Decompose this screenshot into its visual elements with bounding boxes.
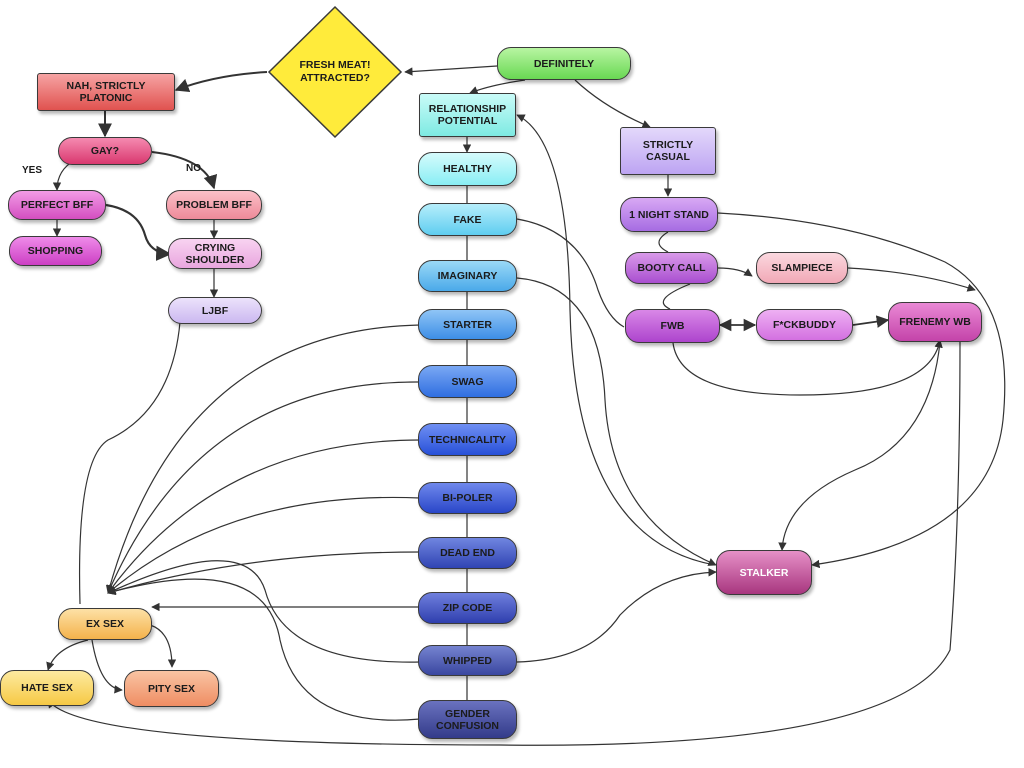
edge-whipped-exsex (107, 560, 421, 663)
node-technicality[interactable]: TECHNICALITY (418, 423, 517, 456)
edge-fake-fwb (516, 218, 625, 328)
node-stalker[interactable]: STALKER (716, 550, 812, 595)
edge-fwb-frenemy (672, 339, 943, 396)
edge-definitely-freshmeat (404, 65, 498, 76)
node-whipped[interactable]: WHIPPED (418, 645, 517, 676)
edge-exsex-pitysex (149, 624, 177, 668)
edge-label-yes: YES (22, 165, 43, 176)
edge-gender-exsex (107, 578, 421, 721)
edge-deadend-exsex (107, 551, 421, 595)
edge-technicality-exsex (107, 439, 421, 594)
edge-definitely-casual (574, 79, 651, 128)
node-bi-poler[interactable]: BI-POLER (418, 482, 517, 514)
node-pity-sex[interactable]: PITY SEX (124, 670, 219, 707)
node-nah-platonic[interactable]: NAH, STRICTLY PLATONIC (37, 73, 175, 111)
edge-onenight-stalker (717, 212, 1006, 569)
node-imaginary[interactable]: IMAGINARY (418, 260, 517, 292)
node-dead-end[interactable]: DEAD END (418, 537, 517, 569)
edge-exsex-pitysex-2 (91, 639, 123, 694)
node-healthy[interactable]: HEALTHY (418, 152, 517, 186)
edge-perfectbff-crying (105, 203, 172, 261)
edge-freshmeat-platonic (174, 71, 268, 93)
edge-definitely-relationship (469, 79, 526, 95)
node-hate-sex[interactable]: HATE SEX (0, 670, 94, 706)
decision-fresh-meat[interactable]: FRESH MEAT! ATTRACTED? (267, 5, 403, 139)
node-perfect-bff[interactable]: PERFECT BFF (8, 190, 106, 220)
edge-starter-exsex (105, 324, 421, 594)
node-gender-confusion[interactable]: GENDER CONFUSION (418, 700, 517, 739)
decision-fresh-meat-label: FRESH MEAT! ATTRACTED? (299, 59, 371, 84)
node-definitely[interactable]: DEFINITELY (497, 47, 631, 80)
node-zip-code[interactable]: ZIP CODE (418, 592, 517, 624)
edge-fckbuddy-frenemy (852, 315, 890, 328)
node-slampiece[interactable]: SLAMPIECE (756, 252, 848, 284)
node-ljbf[interactable]: LJBF (168, 297, 262, 324)
node-relationship-potential[interactable]: RELATIONSHIP POTENTIAL (419, 93, 516, 137)
edge-ljbf-exsex (78, 321, 181, 605)
edge-frenemy-stalker (778, 341, 941, 551)
node-swag[interactable]: SWAG (418, 365, 517, 398)
edge-relationship-stalker (516, 114, 716, 566)
node-one-night-stand[interactable]: 1 NIGHT STAND (620, 197, 718, 232)
edge-bootycall-slampiece (717, 267, 753, 277)
edge-exsex-hatesex (46, 639, 89, 671)
edge-bipoler-exsex (107, 496, 421, 594)
edge-whipped-stalker (516, 568, 717, 663)
edge-slampiece-frenemy (847, 267, 976, 292)
node-strictly-casual[interactable]: STRICTLY CASUAL (620, 127, 716, 175)
edge-frenemy-hatesex (47, 341, 961, 746)
node-problem-bff[interactable]: PROBLEM BFF (166, 190, 262, 220)
node-crying-shoulder[interactable]: CRYING SHOULDER (168, 238, 262, 269)
node-shopping[interactable]: SHOPPING (9, 236, 102, 266)
diamond-shape (267, 5, 403, 139)
node-fckbuddy[interactable]: F*CKBUDDY (756, 309, 853, 341)
node-fwb[interactable]: FWB (625, 309, 720, 343)
edge-imaginary-stalker (516, 277, 717, 566)
node-fake[interactable]: FAKE (418, 203, 517, 236)
node-gay[interactable]: GAY? (58, 137, 152, 165)
node-ex-sex[interactable]: EX SEX (58, 608, 152, 640)
node-booty-call[interactable]: BOOTY CALL (625, 252, 718, 284)
edge-swag-exsex (107, 381, 421, 594)
edge-label-no: NO (186, 163, 201, 174)
node-starter[interactable]: STARTER (418, 309, 517, 340)
node-frenemy-wb[interactable]: FRENEMY WB (888, 302, 982, 342)
edge-gay-problembff (151, 151, 218, 190)
